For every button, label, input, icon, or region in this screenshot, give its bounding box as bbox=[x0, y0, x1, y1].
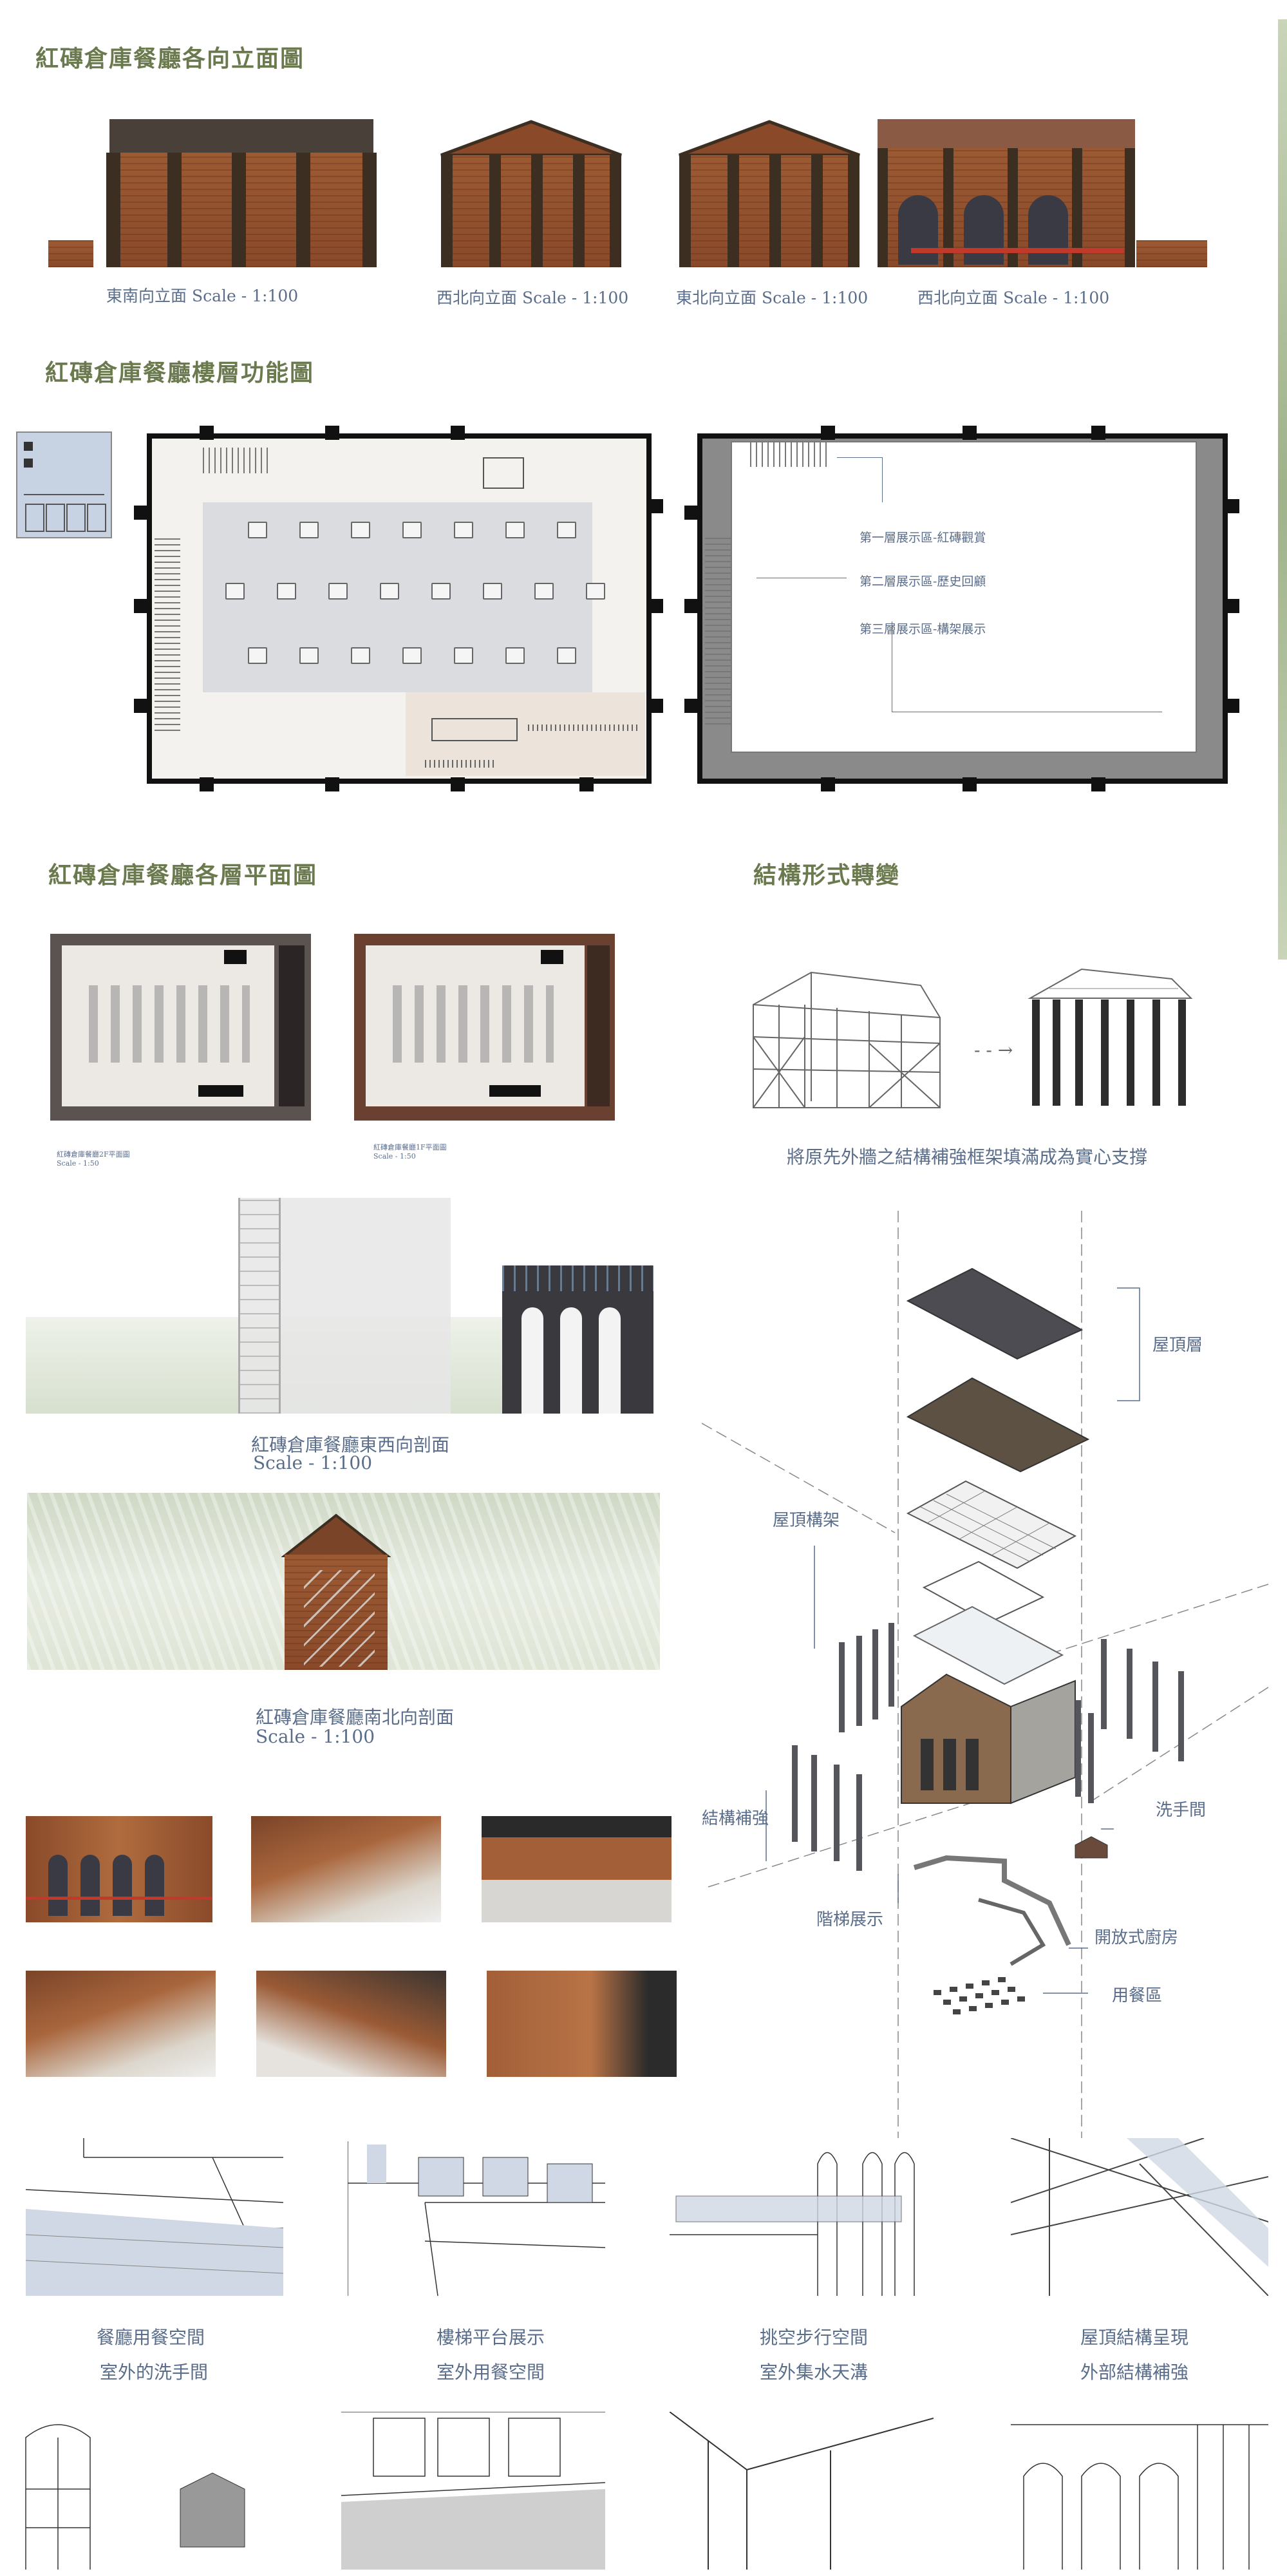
sketch-4-title: 屋頂結構呈現 bbox=[1080, 2327, 1189, 2348]
sketch-2-title: 樓梯平台展示 bbox=[437, 2327, 545, 2348]
plan-2f-scale: Scale - 1:50 bbox=[57, 1159, 99, 1168]
sketch-2-subtitle: 室外用餐空間 bbox=[437, 2362, 545, 2383]
label-stair: 階梯展示 bbox=[816, 1910, 884, 1929]
sketch-6 bbox=[341, 2412, 605, 2570]
section-east-west bbox=[26, 1182, 653, 1414]
plans-title: 紅磚倉庫餐廳各層平面圖 bbox=[48, 862, 318, 889]
section-south-north bbox=[27, 1493, 660, 1670]
structure-caption: 將原先外牆之結構補強框架填滿成為實心支撐 bbox=[787, 1146, 1148, 1168]
function-title: 紅磚倉庫餐廳樓層功能圖 bbox=[45, 359, 315, 386]
sketch-1 bbox=[26, 2138, 283, 2296]
elevations-title: 紅磚倉庫餐廳各向立面圖 bbox=[35, 45, 305, 72]
elevation-caption-2: 西北向立面 Scale - 1:100 bbox=[437, 289, 629, 307]
elevation-caption-4: 西北向立面 Scale - 1:100 bbox=[917, 289, 1110, 307]
function-plan-1f bbox=[134, 426, 663, 791]
elevation-northeast bbox=[673, 119, 866, 267]
elevation-caption-1: 東南向立面 Scale - 1:100 bbox=[106, 287, 299, 305]
edge-strip bbox=[1278, 19, 1287, 960]
label-kitchen: 開放式廚房 bbox=[1094, 1928, 1179, 1947]
interior-photo-1 bbox=[26, 1816, 212, 1922]
sketch-7 bbox=[670, 2412, 934, 2570]
interior-photo-3 bbox=[482, 1816, 672, 1922]
section-sn-scale: Scale - 1:100 bbox=[256, 1726, 375, 1747]
interior-photo-6 bbox=[487, 1971, 677, 2077]
label-roof-layer: 屋頂層 bbox=[1152, 1336, 1203, 1355]
sketch-3-subtitle: 室外集水天溝 bbox=[760, 2362, 869, 2383]
sketch-2 bbox=[348, 2138, 605, 2296]
label-washroom: 洗手間 bbox=[1156, 1801, 1207, 1820]
exhibit-label-1: 第一層展示區-紅磚觀賞 bbox=[860, 531, 986, 545]
exploded-axonometric bbox=[702, 1211, 1269, 2241]
elevation-caption-3: 東北向立面 Scale - 1:100 bbox=[676, 289, 869, 307]
label-dining: 用餐區 bbox=[1112, 1986, 1163, 2005]
function-plan-exhibit bbox=[684, 426, 1239, 791]
plan-1f-scale: Scale - 1:50 bbox=[373, 1152, 416, 1160]
sketch-5 bbox=[19, 2412, 283, 2570]
sketch-1-title: 餐廳用餐空間 bbox=[97, 2327, 205, 2348]
sketch-3 bbox=[670, 2138, 927, 2296]
sketch-1-subtitle: 室外的洗手間 bbox=[100, 2362, 209, 2383]
interior-photo-4 bbox=[26, 1971, 216, 2077]
sketch-3-title: 挑空步行空間 bbox=[760, 2327, 869, 2348]
label-roof-frame: 屋頂構架 bbox=[773, 1511, 840, 1530]
svg-text:- - →: - - → bbox=[974, 1039, 1013, 1061]
elevation-northwest-1 bbox=[435, 119, 628, 267]
elevation-northwest-2 bbox=[872, 119, 1207, 267]
plan-1f-name: 紅磚倉庫餐廳1F平面圖 bbox=[373, 1143, 447, 1151]
section-ew-scale: Scale - 1:100 bbox=[253, 1452, 373, 1473]
elevation-southeast bbox=[45, 119, 380, 267]
structure-title: 結構形式轉變 bbox=[753, 862, 901, 889]
washroom-inset bbox=[16, 431, 112, 538]
exhibit-label-3: 第三層展示區-構架展示 bbox=[860, 622, 986, 636]
exhibit-label-2: 第二層展示區-歷史回顧 bbox=[860, 574, 986, 589]
floor-plan-1f bbox=[354, 934, 615, 1121]
label-reinforcement: 結構補強 bbox=[702, 1809, 769, 1828]
floor-plan-2f bbox=[50, 934, 311, 1121]
plan-2f-name: 紅磚倉庫餐廳2F平面圖 bbox=[57, 1150, 130, 1159]
interior-photo-2 bbox=[251, 1816, 441, 1922]
structure-frame-diagram: - - → bbox=[753, 968, 1193, 1108]
section-sn-title: 紅磚倉庫餐廳南北向剖面 bbox=[256, 1707, 455, 1728]
sketch-8 bbox=[1011, 2412, 1268, 2570]
sketch-4 bbox=[1011, 2138, 1268, 2296]
sketch-4-subtitle: 外部結構補強 bbox=[1080, 2362, 1189, 2383]
section-ew-title: 紅磚倉庫餐廳東西向剖面 bbox=[251, 1434, 450, 1455]
interior-photo-5 bbox=[256, 1971, 446, 2077]
